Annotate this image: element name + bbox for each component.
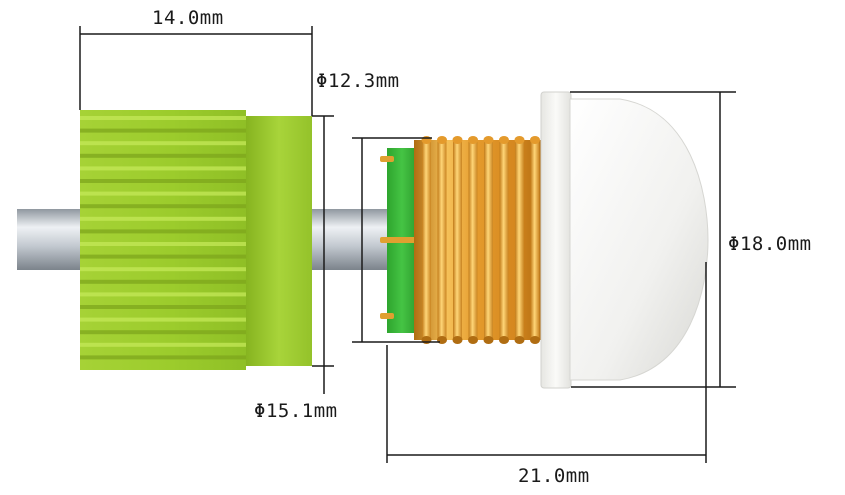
- white-flange: [540, 91, 572, 389]
- dome-lens: [569, 98, 709, 381]
- green-cap: [80, 110, 312, 370]
- cap-knurl-stripes: [80, 116, 246, 360]
- pin-middle: [380, 237, 416, 243]
- cap-diameter-label: Φ15.1mm: [254, 400, 338, 422]
- cap-length-label: 14.0mm: [152, 7, 224, 29]
- threaded-body: [414, 136, 542, 344]
- thread-diameter-label: Φ12.3mm: [316, 70, 400, 92]
- dome-diameter-label: Φ18.0mm: [728, 233, 812, 255]
- sensor-length-label: 21.0mm: [518, 465, 590, 487]
- pin-top: [380, 156, 394, 162]
- pcb-board: [380, 148, 417, 333]
- pin-bottom: [380, 313, 394, 319]
- dimension-lines: [79, 26, 736, 463]
- thread-ridges: [421, 136, 540, 344]
